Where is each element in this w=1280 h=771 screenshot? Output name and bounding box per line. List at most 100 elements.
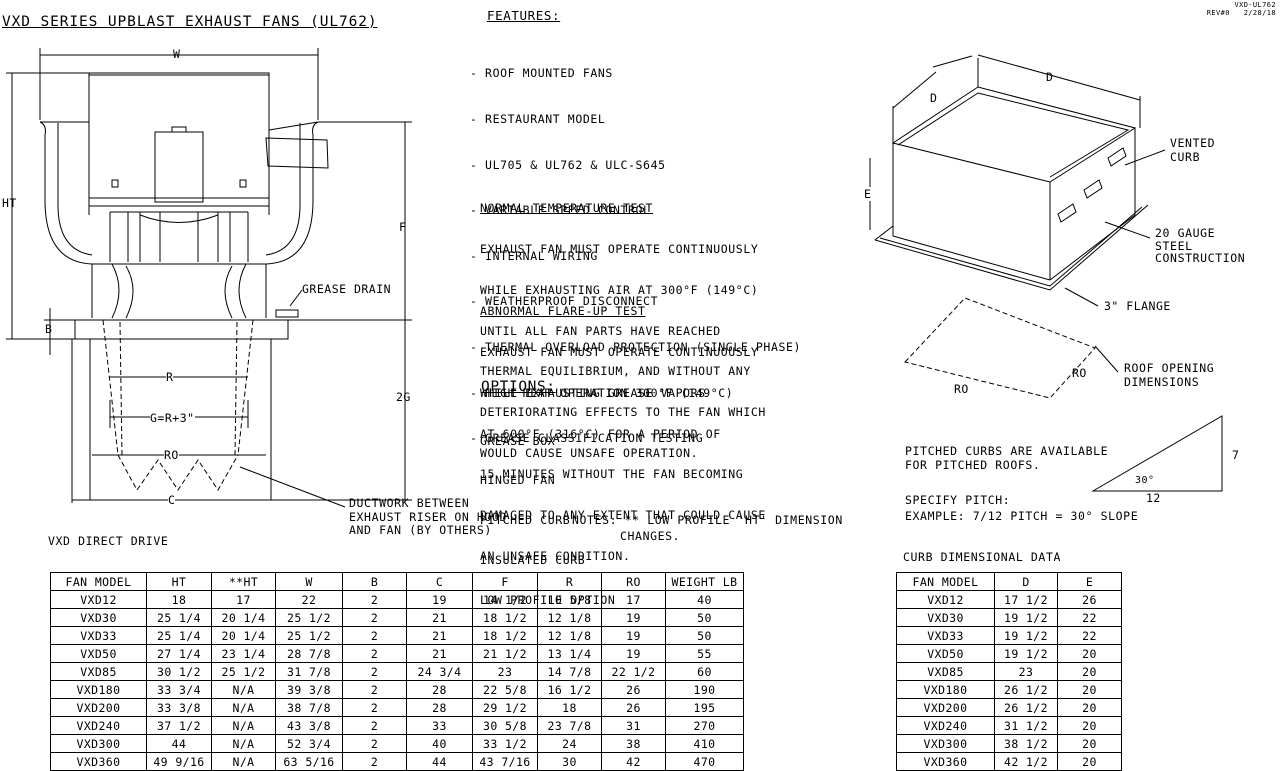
grease-drain-label: GREASE DRAIN [302, 282, 392, 296]
table-cell: 190 [665, 680, 744, 699]
table-cell: 55 [665, 644, 744, 663]
feature-item: - UL705 & UL762 & ULC-S645 [470, 157, 666, 172]
notes-line-1: NOTES: ** LOW PROFILE 'HT' DIMENSION [572, 513, 843, 527]
table-cell: 13 1/4 [537, 644, 602, 663]
gauge-line-3: CONSTRUCTION [1155, 251, 1246, 266]
table-cell: VXD33 [50, 626, 147, 645]
table-cell: 25 1/2 [275, 608, 343, 627]
table-cell: 23 1/4 [211, 644, 276, 663]
table-cell: 2 [342, 662, 407, 681]
gauge-line-1: 20 GAUGE [1155, 226, 1216, 240]
table-cell: VXD360 [50, 752, 147, 771]
dim-label-2g: 2G [396, 390, 411, 404]
pitch-text-2: FOR PITCHED ROOFS. [905, 457, 1041, 472]
table-cell: 19 1/2 [994, 626, 1058, 645]
table-cell: VXD33 [896, 626, 995, 645]
table-cell: 2 [342, 608, 407, 627]
dim-label-r: R [166, 370, 174, 384]
table-cell: 21 1/2 [472, 644, 538, 663]
column-header: WEIGHT LB [665, 572, 744, 591]
table-cell: 270 [665, 716, 744, 735]
table-cell: 29 1/2 [472, 698, 538, 717]
table-cell: 20 1/4 [211, 608, 276, 627]
table-cell: 20 [1057, 680, 1122, 699]
table-cell: 19 1/2 [994, 608, 1058, 627]
dim-label-f: F [399, 220, 407, 234]
table-cell: VXD240 [50, 716, 147, 735]
ductwork-line-3: AND FAN (BY OTHERS) [349, 523, 492, 538]
table-cell: 50 [665, 626, 744, 645]
dim-label-ht: HT [2, 196, 17, 210]
table-cell: 20 [1057, 698, 1122, 717]
table-cell: 33 3/8 [146, 698, 212, 717]
table-cell: 20 [1057, 662, 1122, 681]
table-cell: 19 [601, 608, 666, 627]
abnormal-test-heading: ABNORMAL FLARE-UP TEST [480, 304, 646, 319]
table-cell: 20 [1057, 734, 1122, 753]
table-cell: 2 [342, 734, 407, 753]
table-cell: VXD300 [50, 734, 147, 753]
table-cell: 40 [406, 734, 473, 753]
table-cell: N/A [211, 680, 276, 699]
table-cell: 33 1/2 [472, 734, 538, 753]
feature-item: - HIGH HEAT OPERATION 300°F (149°C) [470, 385, 734, 400]
ductwork-line-2: EXHAUST RISER ON HOOD [349, 509, 507, 524]
table-cell: 22 [1057, 626, 1122, 645]
gauge-line-2: STEEL [1155, 238, 1193, 253]
vented-line-1: VENTED [1170, 136, 1216, 150]
column-header: FAN MODEL [896, 572, 995, 591]
table-cell: 26 [1057, 590, 1122, 609]
table-cell: 43 7/16 [472, 752, 538, 771]
normal-test-heading: NORMAL TEMPERATURE TEST [480, 201, 654, 216]
table-cell: 2 [342, 680, 407, 699]
table-cell: 14 1/2 [472, 590, 538, 609]
table-cell: 2 [342, 698, 407, 717]
table-cell: 22 5/8 [472, 680, 538, 699]
table-cell: 30 5/8 [472, 716, 538, 735]
table-cell: 18 1/2 [472, 608, 538, 627]
table-cell: 17 [211, 590, 276, 609]
table-cell: 28 [406, 680, 473, 699]
pitch-angle: 30° [1135, 475, 1155, 486]
option-item: HINGED FAN [480, 473, 556, 488]
table-cell: VXD30 [896, 608, 995, 627]
feature-item: - GREASE CLASSIFICATION TESTING [470, 431, 704, 446]
table-cell: 18 [537, 698, 602, 717]
table-cell: 38 7/8 [275, 698, 343, 717]
table-cell: N/A [211, 752, 276, 771]
table-cell: VXD200 [896, 698, 995, 717]
table-cell: N/A [211, 734, 276, 753]
table-cell: 52 3/4 [275, 734, 343, 753]
table-cell: VXD180 [50, 680, 147, 699]
table-cell: VXD12 [896, 590, 995, 609]
table-cell: 25 1/2 [211, 662, 276, 681]
table-cell: 22 1/2 [601, 662, 666, 681]
table-cell: 470 [665, 752, 744, 771]
table-cell: 22 [275, 590, 343, 609]
vented-line-2: CURB [1170, 149, 1201, 164]
table-cell: 25 1/4 [146, 608, 212, 627]
table-cell: 21 [406, 644, 473, 663]
table-cell: 23 7/8 [537, 716, 602, 735]
table-cell: 40 [665, 590, 744, 609]
table-cell: 17 [601, 590, 666, 609]
table-cell: 21 [406, 608, 473, 627]
table-cell: VXD85 [50, 662, 147, 681]
feature-item: - ROOF MOUNTED FANS [470, 66, 613, 81]
table-cell: 39 3/8 [275, 680, 343, 699]
